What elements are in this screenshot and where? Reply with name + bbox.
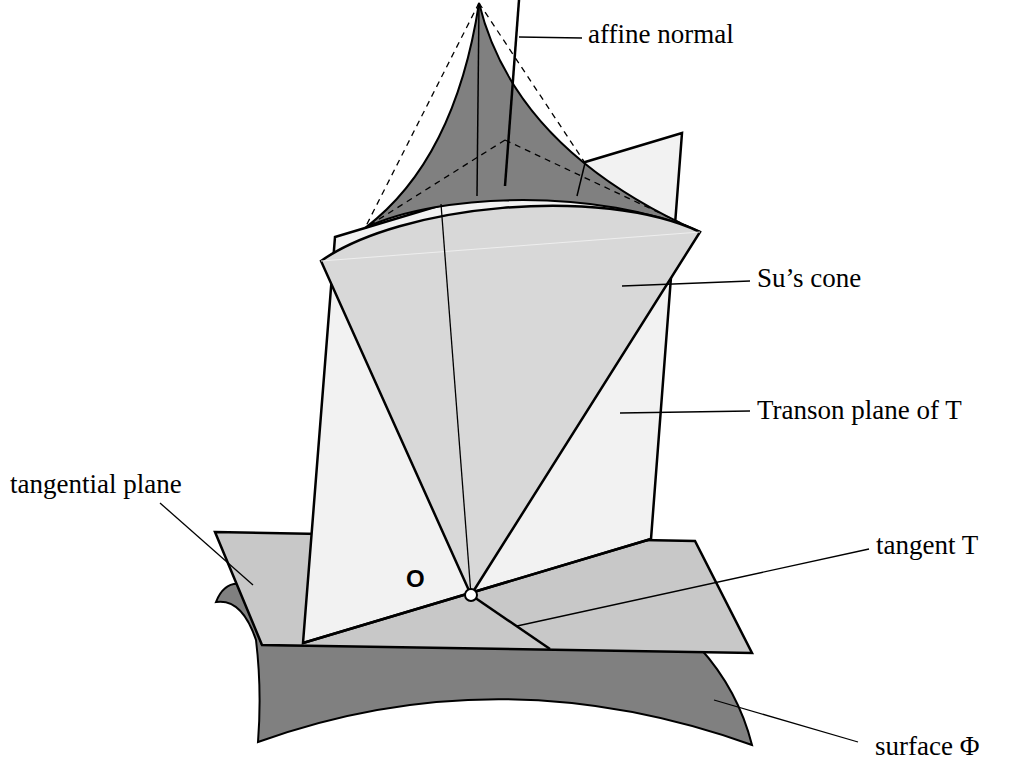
label: O (406, 566, 425, 592)
label: Su’s cone (757, 264, 861, 294)
label: Transon plane of T (757, 396, 962, 426)
su-cone (321, 206, 700, 595)
point-o (465, 589, 477, 601)
label: tangential plane (10, 470, 182, 500)
cone-chord (321, 232, 700, 261)
cone-ruling (441, 204, 471, 595)
label: surface Φ (875, 732, 979, 762)
label: tangent T (876, 531, 978, 561)
plane-edge (303, 539, 651, 643)
cusp-edge (477, 3, 479, 196)
label: affine normal (588, 20, 734, 50)
cusp-edge (577, 163, 585, 196)
leader-lines (160, 37, 869, 742)
affine-normal (505, 0, 519, 186)
